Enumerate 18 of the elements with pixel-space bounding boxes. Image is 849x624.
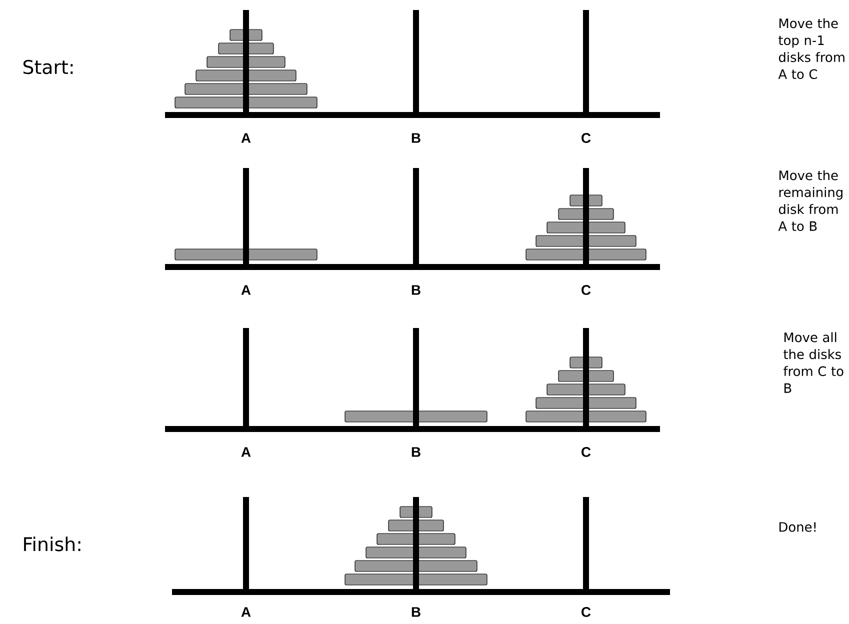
instruction-text: Done!: [779, 522, 816, 532]
instruction-text: Move the top n-1 disks from A to C: [778, 18, 844, 80]
peg-label: C: [582, 607, 591, 617]
peg-label: A: [241, 133, 251, 143]
peg-label: B: [412, 285, 420, 295]
peg-label: B: [412, 447, 420, 457]
peg-label: C: [582, 285, 591, 295]
peg-label: B: [412, 133, 420, 143]
step-label: Finish:: [24, 536, 80, 552]
peg-label: C: [582, 447, 591, 457]
step-label: Start:: [23, 60, 73, 74]
instruction-text: Move all the disks from C to B: [784, 332, 844, 393]
peg-label: A: [241, 607, 251, 617]
instruction-text: Move the remaining disk from A to B: [778, 170, 842, 232]
peg-label: C: [582, 133, 591, 143]
peg-label: A: [241, 447, 251, 457]
peg-label: B: [412, 607, 420, 617]
peg-label: A: [241, 285, 251, 295]
